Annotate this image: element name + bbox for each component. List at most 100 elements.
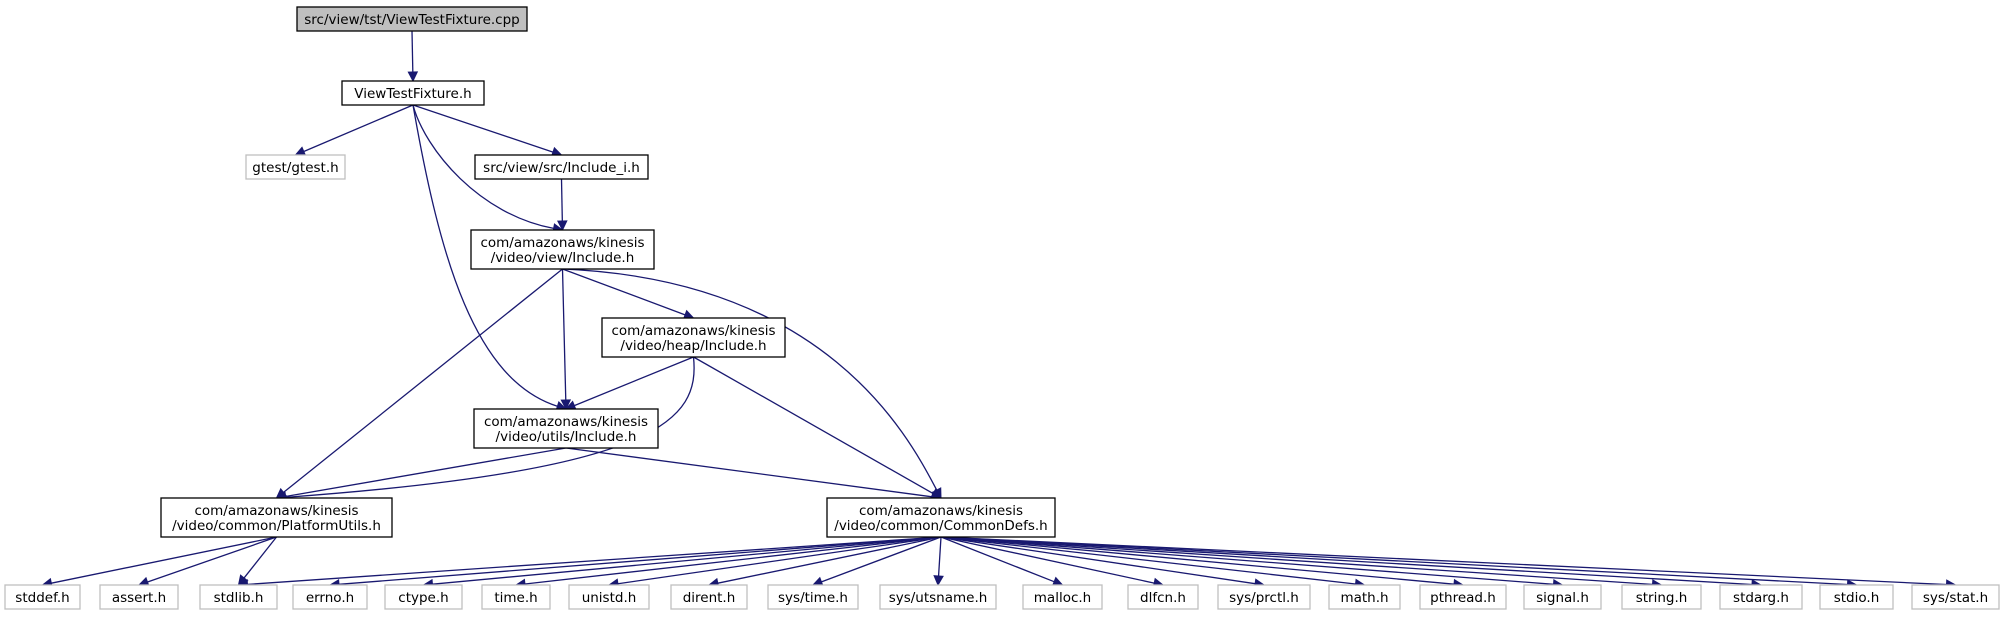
edge-arrowhead bbox=[557, 220, 568, 232]
node-label: stdio.h bbox=[1834, 590, 1880, 606]
edge-line bbox=[937, 536, 942, 577]
node-box bbox=[1022, 584, 1103, 610]
edge-line bbox=[821, 536, 942, 583]
node-utils-inc[interactable]: com/amazonaws/kinesis/video/utils/Includ… bbox=[473, 408, 659, 449]
edge-line bbox=[412, 104, 554, 230]
node-label: dlfcn.h bbox=[1140, 590, 1186, 606]
node-label: com/amazonaws/kinesis bbox=[480, 235, 644, 251]
node-label: /video/common/CommonDefs.h bbox=[834, 518, 1047, 534]
edge-utils-inc-to-commondefs bbox=[565, 447, 943, 503]
node-box bbox=[1911, 584, 2000, 610]
node-root[interactable]: src/view/tst/ViewTestFixture.cpp bbox=[296, 6, 528, 32]
node-ctype[interactable]: ctype.h bbox=[384, 584, 463, 610]
node-box bbox=[4, 584, 81, 610]
node-label: dirent.h bbox=[683, 590, 736, 606]
node-box bbox=[473, 408, 659, 449]
node-label: time.h bbox=[494, 590, 537, 606]
node-box bbox=[601, 317, 786, 358]
node-systime[interactable]: sys/time.h bbox=[767, 584, 859, 610]
node-heap-inc[interactable]: com/amazonaws/kinesis/video/heap/Include… bbox=[601, 317, 786, 358]
edge-arrowhead bbox=[560, 399, 572, 411]
node-stddef[interactable]: stddef.h bbox=[4, 584, 81, 610]
edge-line bbox=[562, 268, 686, 316]
node-label: sys/stat.h bbox=[1923, 590, 1988, 606]
node-label: stddef.h bbox=[15, 590, 69, 606]
edge-line bbox=[285, 447, 567, 498]
node-label: math.h bbox=[1340, 590, 1388, 606]
node-commondefs[interactable]: com/amazonaws/kinesis/video/common/Commo… bbox=[826, 497, 1056, 538]
node-pthread[interactable]: pthread.h bbox=[1419, 584, 1507, 610]
node-errno[interactable]: errno.h bbox=[292, 584, 368, 610]
edge-line bbox=[562, 268, 938, 491]
edge-commondefs-to-utsname bbox=[933, 536, 944, 587]
node-box bbox=[1127, 584, 1199, 610]
edge-line bbox=[565, 447, 933, 498]
node-box bbox=[1719, 584, 1803, 610]
node-box bbox=[826, 497, 1056, 538]
edge-line bbox=[412, 104, 558, 407]
node-string[interactable]: string.h bbox=[1621, 584, 1702, 610]
node-signal[interactable]: signal.h bbox=[1523, 584, 1602, 610]
node-label: string.h bbox=[1636, 590, 1688, 606]
edges-layer bbox=[41, 30, 1957, 590]
node-label: /video/utils/Include.h bbox=[496, 429, 637, 445]
edge-include-i-to-view-inc bbox=[557, 178, 568, 232]
node-label: ctype.h bbox=[398, 590, 448, 606]
edge-heap-inc-to-commondefs bbox=[693, 356, 942, 499]
node-label: pthread.h bbox=[1430, 590, 1496, 606]
node-stdlib[interactable]: stdlib.h bbox=[199, 584, 278, 610]
node-label: src/view/src/Include_i.h bbox=[483, 160, 640, 176]
node-vtf[interactable]: ViewTestFixture.h bbox=[341, 80, 485, 106]
edge-line bbox=[412, 104, 554, 153]
node-box bbox=[1419, 584, 1507, 610]
node-time[interactable]: time.h bbox=[481, 584, 551, 610]
node-gtest[interactable]: gtest/gtest.h bbox=[245, 154, 346, 180]
node-label: errno.h bbox=[306, 590, 354, 606]
edge-line bbox=[243, 536, 278, 579]
node-box bbox=[474, 154, 649, 180]
node-box bbox=[1328, 584, 1401, 610]
node-math[interactable]: math.h bbox=[1328, 584, 1401, 610]
node-box bbox=[481, 584, 551, 610]
node-label: /video/heap/Include.h bbox=[620, 338, 766, 354]
node-stdarg[interactable]: stdarg.h bbox=[1719, 584, 1803, 610]
node-label: /video/common/PlatformUtils.h bbox=[172, 518, 381, 534]
node-include-i[interactable]: src/view/src/Include_i.h bbox=[474, 154, 649, 180]
node-box bbox=[245, 154, 346, 180]
node-label: unistd.h bbox=[582, 590, 637, 606]
edge-line bbox=[561, 268, 567, 401]
node-unistd[interactable]: unistd.h bbox=[568, 584, 650, 610]
node-box bbox=[670, 584, 748, 610]
edge-arrowhead bbox=[933, 575, 944, 587]
edge-line bbox=[940, 536, 1848, 586]
node-assert[interactable]: assert.h bbox=[99, 584, 179, 610]
node-platform[interactable]: com/amazonaws/kinesis/video/common/Platf… bbox=[160, 497, 393, 538]
edge-root-to-vtf bbox=[407, 30, 419, 83]
edge-line bbox=[940, 536, 1947, 586]
node-box bbox=[767, 584, 859, 610]
node-stdio[interactable]: stdio.h bbox=[1819, 584, 1894, 610]
edge-line bbox=[303, 104, 414, 153]
edge-line bbox=[617, 536, 942, 585]
node-box bbox=[296, 6, 528, 32]
edge-line bbox=[940, 536, 1753, 586]
edge-commondefs-to-ctype bbox=[422, 536, 942, 590]
node-dirent[interactable]: dirent.h bbox=[670, 584, 748, 610]
node-view-inc[interactable]: com/amazonaws/kinesis/video/view/Include… bbox=[470, 229, 655, 270]
node-stat[interactable]: sys/stat.h bbox=[1911, 584, 2000, 610]
edge-line bbox=[51, 536, 277, 584]
node-box bbox=[568, 584, 650, 610]
node-label: /video/view/Include.h bbox=[491, 250, 635, 266]
node-box bbox=[1523, 584, 1602, 610]
node-utsname[interactable]: sys/utsname.h bbox=[879, 584, 997, 610]
node-dlfcn[interactable]: dlfcn.h bbox=[1127, 584, 1199, 610]
node-malloc[interactable]: malloc.h bbox=[1022, 584, 1103, 610]
edge-heap-inc-to-utils-inc bbox=[564, 356, 694, 411]
edge-line bbox=[940, 536, 1055, 583]
node-prctl[interactable]: sys/prctl.h bbox=[1217, 584, 1311, 610]
node-box bbox=[199, 584, 278, 610]
edge-view-inc-to-commondefs bbox=[562, 268, 942, 499]
edge-line bbox=[940, 536, 1455, 585]
edge-line bbox=[940, 536, 1554, 585]
edge-line bbox=[338, 536, 942, 585]
